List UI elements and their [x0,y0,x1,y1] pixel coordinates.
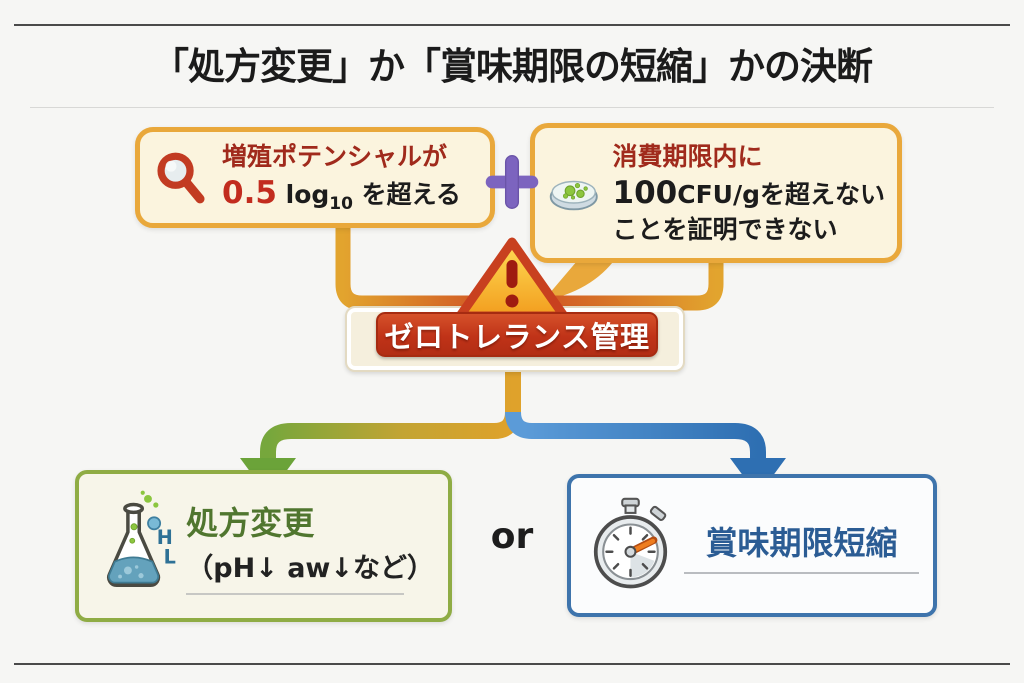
stopwatch-icon [593,497,668,588]
branch-left [260,360,521,462]
option-reformulation-box: H L 処方変更 （pH↓ aw↓など） [75,470,452,622]
branch-right [505,411,766,462]
title-divider [30,107,994,108]
growth-log-sub: 10 [329,193,353,214]
top-rule [14,24,1010,26]
growth-line1: 増殖ポテンシャルが [222,141,448,171]
reformulation-title: 処方変更 [186,503,315,542]
option-shelf-life-box: 賞味期限短縮 [567,474,937,617]
bottom-rule [14,663,1010,665]
flask-icon: H L [107,490,176,588]
connector-right [512,254,724,311]
connector-left [335,220,512,311]
page-title: 「処方変更」か「賞味期限の短縮」かの決断 [152,45,873,88]
proof-line3: ことを証明できない [612,215,838,245]
growth-log: log [285,179,330,209]
zero-tolerance-banner: ゼロトレランス管理 [376,312,658,357]
magnifier-icon [157,152,205,203]
flask-letter-h: H [157,526,173,549]
proof-line2: CFU/gを超えない [677,179,885,209]
plus-icon [485,155,539,209]
proof-value: 100 [612,174,678,211]
flask-letter-l: L [164,545,176,568]
petri-dish-icon [549,180,598,211]
growth-suffix: を超える [361,179,461,209]
growth-value: 0.5 [222,174,277,211]
reformulation-divider [186,592,405,595]
proof-line1: 消費期限内に [612,141,763,171]
shelf-life-title: 賞味期限短縮 [705,523,898,562]
shelf-life-divider [684,571,919,574]
reformulation-subtitle: （pH↓ aw↓など） [186,552,434,584]
condition-proof-box: 消費期限内に 100CFU/gを超えない ことを証明できない [530,123,902,263]
proof-box-tail [543,254,616,301]
or-label: or [490,516,534,557]
condition-growth-box: 増殖ポテンシャルが 0.5 log10 を超える [135,127,495,228]
